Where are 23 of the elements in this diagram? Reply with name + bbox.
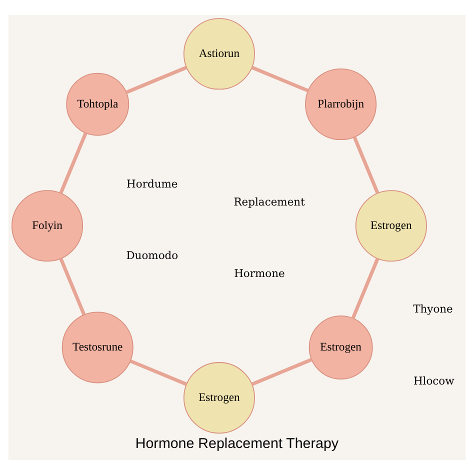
node-circle: Estrogen (355, 190, 427, 262)
connector (59, 132, 88, 194)
connector (59, 258, 86, 315)
node-circle: Estrogen (308, 315, 373, 379)
node-circle: Testosrune (62, 311, 134, 383)
connector (130, 358, 187, 386)
node-circle: Estrogen (183, 362, 255, 434)
caption: Hormone Replacement Therapy (135, 436, 339, 452)
connector (251, 65, 309, 92)
connector (352, 136, 380, 194)
label: Hlocow (413, 374, 454, 387)
node-circle: Astiorun (183, 18, 255, 90)
label: Thyone (413, 302, 453, 316)
connector (351, 258, 380, 318)
label: Duomodo (126, 248, 178, 262)
label: Replacement (234, 194, 305, 208)
node-circle: Tohtopla (66, 72, 130, 136)
connector (251, 357, 312, 386)
node-circle: Plarrobijn (305, 68, 377, 140)
connector (126, 65, 187, 94)
label: Hormone (234, 266, 285, 280)
node-circle: Folyin (11, 190, 84, 262)
label: Hordume (126, 177, 178, 190)
